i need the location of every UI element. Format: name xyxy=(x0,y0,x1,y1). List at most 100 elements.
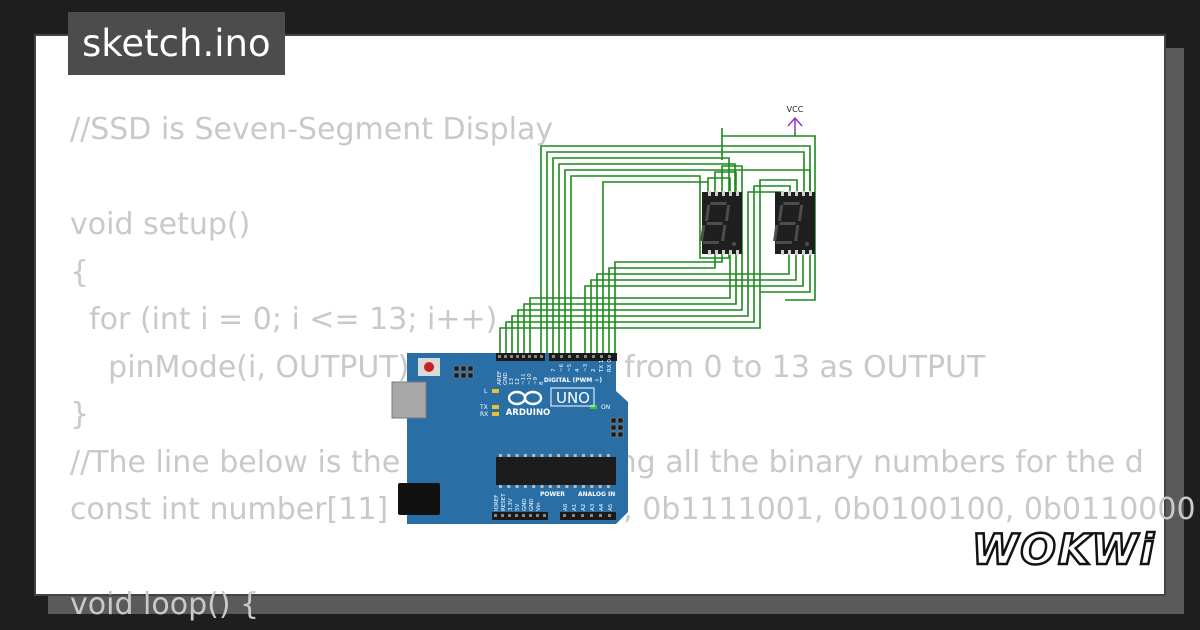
wire-9 xyxy=(552,157,730,356)
digital-header xyxy=(496,353,617,361)
display-pin-bottom xyxy=(729,250,732,255)
chip-pin xyxy=(540,454,544,457)
segment xyxy=(724,205,731,221)
code-line-5: for (int i = 0; i <= 13; i++) xyxy=(70,302,498,337)
vcc-arrow xyxy=(787,116,803,132)
usb-connector xyxy=(391,381,427,419)
icsp-pin xyxy=(617,424,624,431)
header-pin xyxy=(590,514,593,517)
chip-pin xyxy=(507,485,511,488)
header-pin xyxy=(568,355,571,358)
chip-pin xyxy=(523,485,527,488)
chip-pin xyxy=(507,454,511,457)
power-analog-header xyxy=(492,512,616,520)
arduino-uno-board[interactable]: ARDUINO UNO DIGITAL (PWM ~) ON TX RX L P… xyxy=(391,353,628,524)
icsp-pin xyxy=(453,372,460,379)
display-pin-top xyxy=(802,191,805,196)
pin-label: AREF xyxy=(497,371,503,385)
pin-label: 3.3V xyxy=(508,498,514,511)
wire-12 xyxy=(570,175,730,356)
pin-label: ~9 xyxy=(533,376,539,385)
chip-pin xyxy=(540,485,544,488)
header-pin xyxy=(498,355,501,358)
display-pin-top xyxy=(736,191,739,196)
pin-label: 5V xyxy=(515,504,521,511)
header-pin xyxy=(516,355,519,358)
display-pin-top xyxy=(809,191,812,196)
wires xyxy=(499,128,816,356)
icsp-pin xyxy=(610,417,617,424)
led-l xyxy=(492,389,499,393)
display-pin-top xyxy=(795,191,798,196)
header-pin xyxy=(504,355,507,358)
icsp-pin xyxy=(617,431,624,438)
display-pin-top xyxy=(715,191,718,196)
header-pin xyxy=(536,514,539,517)
chip-pin xyxy=(499,454,502,457)
pin-label: A4 xyxy=(599,503,605,511)
decimal-point xyxy=(732,242,736,246)
pin-label: 4 xyxy=(575,368,581,372)
pin-label: IOREF xyxy=(494,495,500,511)
display-pin-bottom xyxy=(722,250,725,255)
wire-10 xyxy=(558,163,736,356)
segment xyxy=(779,222,796,225)
display-pin-bottom xyxy=(795,250,798,255)
seven-segment-display-1[interactable] xyxy=(700,191,742,255)
chip-pin xyxy=(548,454,552,457)
pin-label: A2 xyxy=(581,504,587,511)
wire-8 xyxy=(546,151,805,356)
seven-segment-display-2[interactable] xyxy=(773,191,815,255)
chip-pin xyxy=(557,485,561,488)
wire-13 xyxy=(584,252,804,356)
pin-label: A1 xyxy=(572,504,578,511)
icsp-pin xyxy=(453,365,460,372)
header-pin xyxy=(608,355,611,358)
wokwi-logo-text: WOKWi xyxy=(972,525,1156,574)
display-pin-top xyxy=(781,191,784,196)
segment xyxy=(706,222,723,225)
pin-label: RESET xyxy=(501,493,507,511)
display-pin-bottom xyxy=(802,250,805,255)
header-pin xyxy=(494,514,497,517)
pin-label: Vin xyxy=(536,502,542,511)
chip-pin xyxy=(548,485,552,488)
chip-pin xyxy=(565,485,569,488)
model-label: UNO xyxy=(556,389,590,407)
pin-label: 7 xyxy=(551,368,557,372)
vcc-label: VCC xyxy=(787,105,804,114)
segment xyxy=(797,205,804,221)
segment xyxy=(710,202,727,205)
display-pin-bottom xyxy=(715,250,718,255)
wire-7 xyxy=(540,145,811,356)
code-line-3: void setup() xyxy=(70,207,251,242)
icsp-pin xyxy=(610,431,617,438)
power-header xyxy=(492,512,548,520)
chip-pin xyxy=(573,454,577,457)
display-pin-bottom xyxy=(788,250,791,255)
header-pin xyxy=(501,514,504,517)
pin-label: ~5 xyxy=(567,363,573,372)
digital-header-left xyxy=(496,353,545,361)
header-pin xyxy=(510,355,513,358)
tx-label: TX xyxy=(479,404,488,411)
pin-label: GND xyxy=(522,498,528,511)
chip-pin xyxy=(557,454,561,457)
chip-pin xyxy=(598,454,602,457)
header-pin xyxy=(543,514,546,517)
pin-label: 8 xyxy=(539,381,545,385)
chip-pin xyxy=(499,485,502,488)
segment xyxy=(773,225,779,241)
code-line-1: //SSD is Seven-Segment Display xyxy=(70,112,554,147)
chip-pin xyxy=(515,485,519,488)
wire-18 xyxy=(614,252,723,356)
chip-pin xyxy=(532,454,536,457)
pin-label: 12 xyxy=(515,378,521,385)
icsp-pin xyxy=(610,424,617,431)
chip-pin xyxy=(606,485,610,488)
chip-pins xyxy=(499,454,610,488)
digital-header-right xyxy=(549,353,617,361)
digital-header-label: DIGITAL (PWM ~) xyxy=(544,377,602,384)
